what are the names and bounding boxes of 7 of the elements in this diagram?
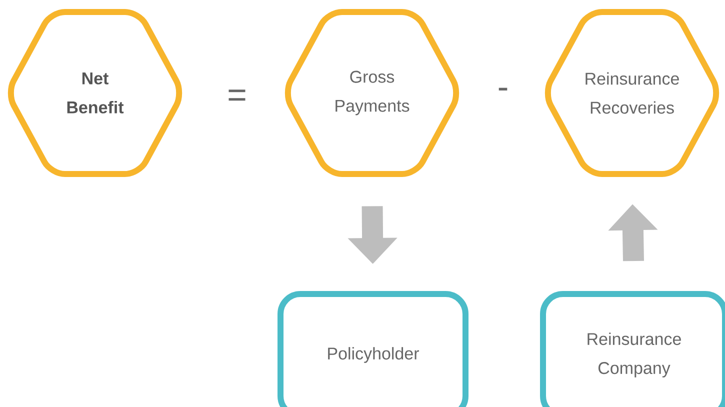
hexagon-node: Gross Payments bbox=[284, 9, 460, 177]
process-box: Reinsurance Company bbox=[540, 291, 725, 407]
hexagon-node: Reinsurance Recoveries bbox=[544, 9, 720, 177]
operator-sign: - bbox=[498, 88, 508, 90]
process-box: Policyholder bbox=[278, 291, 468, 407]
hexagon-node: Net Benefit bbox=[8, 9, 182, 177]
operator-sign: = bbox=[228, 90, 246, 101]
